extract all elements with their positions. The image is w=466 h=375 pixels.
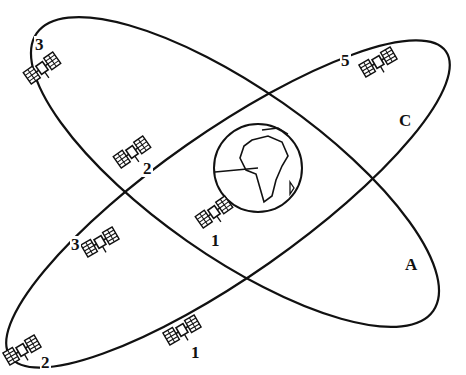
satellite-number: 3 — [70, 236, 81, 253]
satellite-number: 5 — [340, 52, 351, 69]
satellite-symbol — [3, 335, 44, 369]
satellite-symbol — [359, 47, 400, 81]
satellite-number: 1 — [210, 232, 221, 249]
satellite-number: 3 — [34, 36, 45, 53]
satellite-symbol — [23, 52, 63, 88]
orbit-letter: A — [404, 256, 418, 273]
orbit-letter: C — [398, 112, 412, 129]
satellite-symbol — [81, 227, 122, 261]
satellite-number: 2 — [142, 160, 153, 177]
satellite-number: 2 — [40, 354, 51, 371]
satellite-number: 1 — [190, 344, 201, 361]
satellite-symbol — [195, 196, 235, 232]
